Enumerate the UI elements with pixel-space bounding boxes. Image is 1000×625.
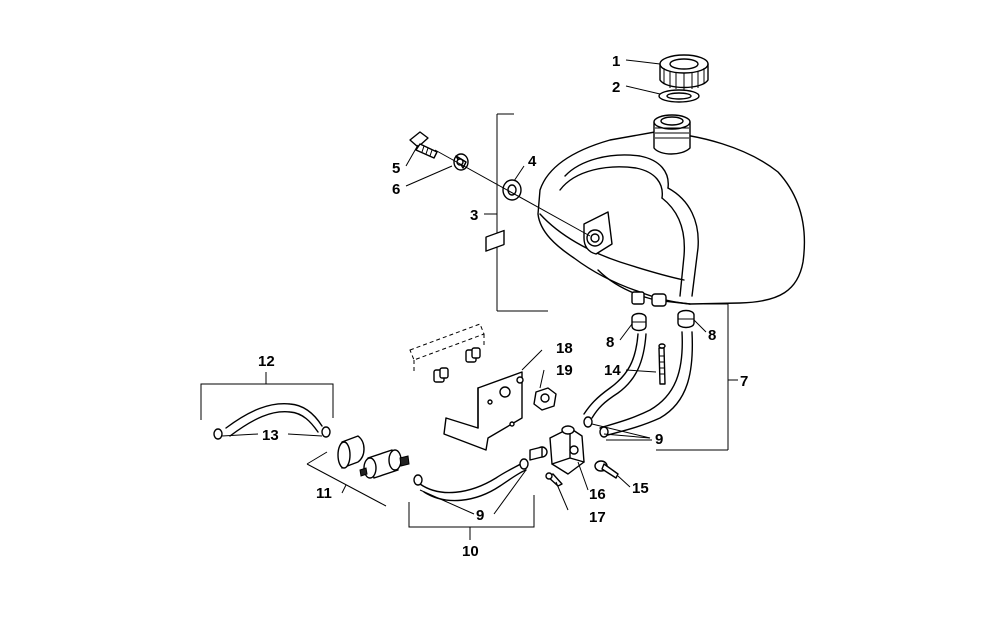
- bracket-12: [200, 383, 334, 420]
- valve-screw: [594, 460, 619, 479]
- callout-11: 11: [316, 485, 332, 502]
- vent-tube: [658, 343, 666, 385]
- callout-17: 17: [589, 509, 606, 526]
- cap-gasket: [658, 89, 700, 103]
- fuel-hose-left: [583, 333, 647, 419]
- callout-6: 6: [392, 181, 400, 198]
- callout-8-right: 8: [708, 327, 716, 344]
- frame-reference: [409, 323, 485, 383]
- valve-screw-small: [545, 472, 563, 487]
- hose-clamp-right: [677, 309, 695, 329]
- callout-10: 10: [462, 543, 479, 560]
- callout-3: 3: [470, 207, 478, 224]
- callout-19: 19: [556, 362, 573, 379]
- callout-8-left: 8: [606, 334, 614, 351]
- callout-14: 14: [604, 362, 621, 379]
- filter-clip: [337, 435, 365, 469]
- callout-5: 5: [392, 160, 400, 177]
- fuel-valve: [529, 425, 585, 475]
- mounting-bolt: [409, 131, 438, 159]
- callout-9-valve: 9: [655, 431, 663, 448]
- callout-16: 16: [589, 486, 606, 503]
- bracket-11: [306, 451, 387, 507]
- callout-2: 2: [612, 79, 620, 96]
- fuel-hose-bottom: [413, 458, 529, 502]
- callout-18: 18: [556, 340, 573, 357]
- valve-bracket: [443, 229, 524, 451]
- leader-lines: [221, 59, 707, 515]
- callout-1: 1: [612, 53, 620, 70]
- hose-clamp-left: [631, 312, 647, 332]
- callout-13: 13: [262, 427, 279, 444]
- callout-9-bottom: 9: [476, 507, 484, 524]
- callout-15: 15: [632, 480, 649, 497]
- callout-12: 12: [258, 353, 275, 370]
- bracket-nut: [533, 387, 557, 411]
- callout-labels: 1 2 3 4 5 6 7 8 8 9 9 10 11 12 13 14 15 …: [258, 53, 748, 560]
- callout-7: 7: [740, 373, 748, 390]
- clamp-9-a: [583, 416, 609, 438]
- bracket-10: [408, 495, 535, 528]
- bracket-3: [496, 113, 548, 312]
- fuel-cap: [659, 54, 709, 90]
- fuel-tank: [537, 114, 806, 307]
- tank-grommet: [502, 179, 522, 201]
- fuel-filter: [359, 449, 410, 479]
- vent-hose: [213, 403, 331, 440]
- callout-4: 4: [528, 153, 537, 170]
- bracket-7: [656, 303, 729, 451]
